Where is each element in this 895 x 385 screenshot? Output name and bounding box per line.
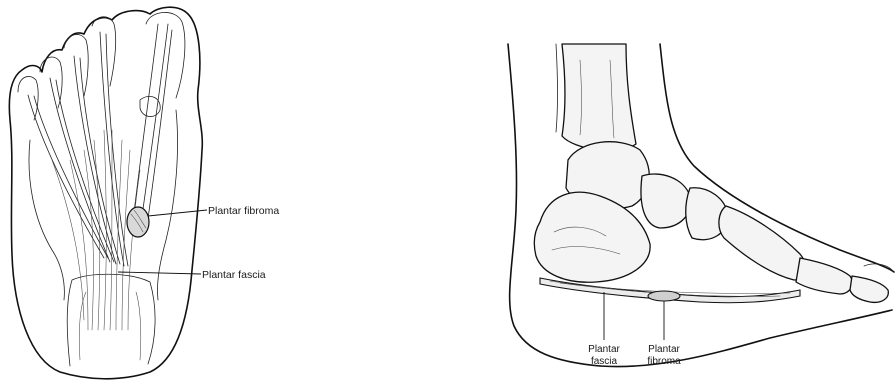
third-toe bbox=[64, 34, 88, 96]
plantar-fibroma-nodule bbox=[127, 207, 149, 237]
first-metatarsal-bone bbox=[719, 206, 806, 280]
distal-phalanx-bone bbox=[850, 276, 888, 302]
second-toe bbox=[92, 17, 116, 86]
plantar-fascia-fibres bbox=[52, 130, 140, 330]
fibroma-nodule-side bbox=[648, 291, 680, 301]
medial-muscle-mass bbox=[157, 110, 177, 300]
navicular-bone bbox=[641, 174, 691, 228]
plantar-fascia-label: Plantar fascia bbox=[202, 269, 266, 281]
sole-skin-outline bbox=[600, 310, 892, 367]
side-plantar-fascia-label-line2: fascia bbox=[591, 356, 618, 367]
side-plantar-fibroma-label-line2: fibroma bbox=[647, 356, 681, 367]
proximal-phalanx-bone bbox=[796, 258, 852, 294]
fibula-bone bbox=[556, 44, 558, 132]
side-plantar-fascia-label-line1: Plantar bbox=[588, 344, 620, 355]
lateral-muscle-mass bbox=[29, 140, 64, 300]
plantar-view-figure: Plantar fibroma Plantar fascia bbox=[9, 7, 279, 379]
side-plantar-fibroma-label-line1: Plantar bbox=[648, 344, 680, 355]
plantar-fibroma-label: Plantar fibroma bbox=[208, 205, 279, 217]
side-view-figure: Plantar fascia Plantar fibroma bbox=[508, 44, 894, 367]
fascia-leader-line bbox=[118, 272, 201, 274]
little-toe bbox=[18, 76, 38, 120]
tibia-bone bbox=[562, 44, 636, 150]
flexor-tendons bbox=[28, 24, 172, 266]
